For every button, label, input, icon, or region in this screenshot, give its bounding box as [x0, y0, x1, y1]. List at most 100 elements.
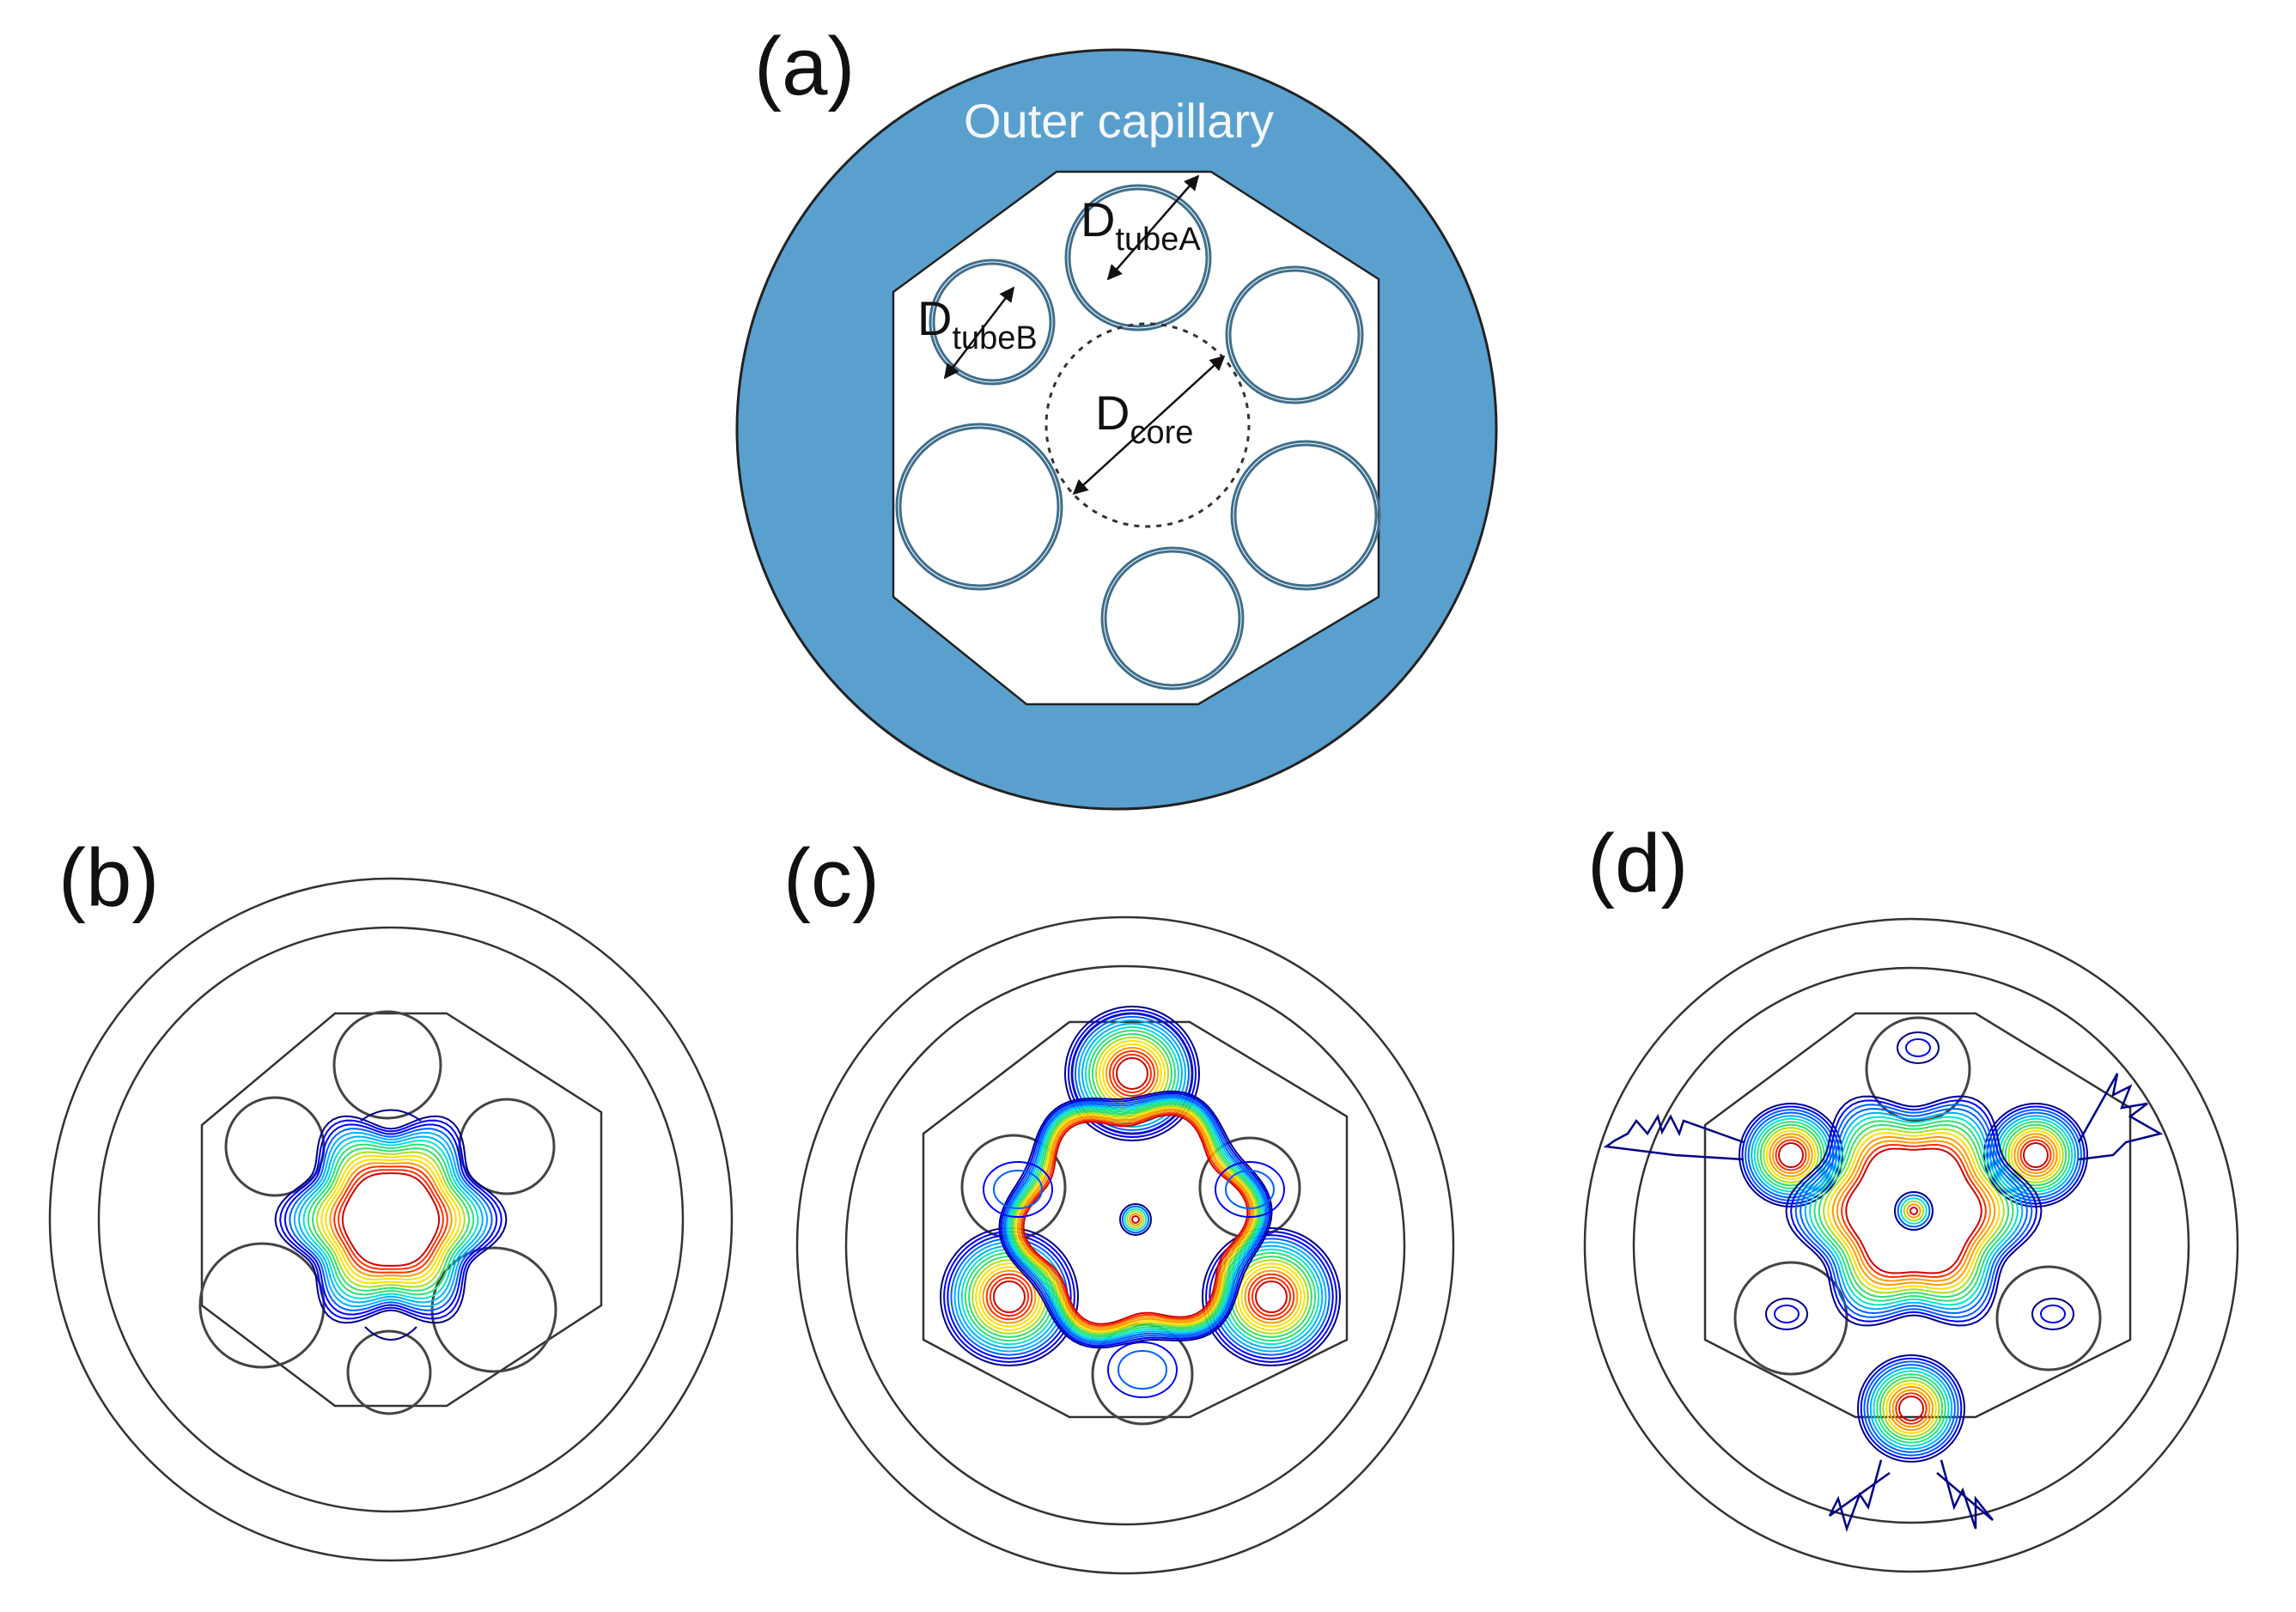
tubes-d: [1733, 1016, 2102, 1376]
mode-lobe-contour: [1064, 1006, 1200, 1141]
tube-outer-wall: [1230, 440, 1381, 591]
mode-lobe-contour: [1255, 1280, 1288, 1313]
mode-contour: [274, 1115, 508, 1324]
mode-center-contour: [1903, 1200, 1925, 1222]
tube-inner-wall: [1104, 550, 1241, 687]
mode-contour: [329, 1162, 453, 1277]
outer-capillary-label: Outer capillary: [964, 94, 1274, 148]
mode-lobe-contour: [1882, 1379, 1940, 1438]
d-tubeA-label: DtubeA: [1081, 192, 1201, 258]
mode-core-contour: [1841, 1143, 1987, 1279]
mode-lobe-contour: [1891, 1389, 1931, 1428]
mode-lobe-contour: [1068, 1009, 1197, 1138]
mode-lobe-contour: [985, 1273, 1033, 1321]
tube-outer-wall: [1100, 546, 1245, 690]
mode-core-contour: [1785, 1095, 2043, 1327]
mode-side-contour: [993, 1170, 1043, 1209]
mode-core-contour: [1011, 1103, 1260, 1336]
panel-d: (d): [1583, 818, 2239, 1573]
mode-lobe-contour: [1759, 1123, 1823, 1187]
mode-lobe-contour: [1205, 1231, 1337, 1363]
mode-core-contour: [1013, 1104, 1258, 1335]
mode-core-contour: [1002, 1093, 1270, 1346]
leakage-spike: [2077, 1073, 2164, 1161]
mode-lobe-contour: [1775, 1139, 1807, 1171]
tube-outline: [1995, 1265, 2102, 1372]
mode-lobe-contour: [1202, 1227, 1341, 1366]
mode-lobe-contour: [1095, 1037, 1169, 1110]
tube-outline: [346, 1329, 432, 1415]
mode-lobe-contour: [1778, 1142, 1804, 1168]
tube-outer-wall: [895, 423, 1063, 591]
mode-lobe-contour: [1075, 1016, 1190, 1131]
mode-core-contour: [1790, 1099, 2037, 1323]
mode-lobe-contour: [2007, 1127, 2064, 1183]
mode-side-contour: [983, 1161, 1053, 1218]
mode-side-contour: [1215, 1161, 1285, 1218]
outer-ring: [48, 877, 734, 1562]
mode-contour: [283, 1123, 498, 1316]
mode-core-contour: [1836, 1140, 1992, 1282]
mode-contour: [307, 1143, 475, 1296]
mode-lobe-contour: [2010, 1129, 2062, 1181]
mode-contour-top: [360, 1109, 422, 1122]
mode-side-contour: [1118, 1350, 1167, 1390]
mode-lobe-contour: [2023, 1142, 2049, 1168]
leakage-spike: [1828, 1459, 1891, 1532]
mode-contours-c: [940, 1006, 1341, 1398]
tube-inner-wall: [1233, 443, 1378, 587]
mode-contour: [341, 1172, 441, 1267]
mode-lobe-contour: [1879, 1376, 1944, 1441]
mode-lobe-contour: [1753, 1117, 1829, 1193]
mode-core-contour: [1808, 1116, 2019, 1306]
tube-outer-wall: [929, 259, 1056, 386]
mode-lobe-contour: [1078, 1019, 1186, 1128]
mode-contour: [311, 1147, 471, 1292]
mode-contour: [325, 1159, 457, 1280]
mode-center-contour: [1894, 1191, 1934, 1231]
tube-outline: [458, 1098, 556, 1195]
mode-lobe-contour: [1763, 1127, 1819, 1183]
mode-center-contour: [1126, 1210, 1145, 1229]
mode-center-contour: [1909, 1207, 1918, 1215]
mode-lobe-contour: [2004, 1123, 2068, 1187]
mode-core-contour: [1800, 1107, 2028, 1315]
mode-core-contour: [1020, 1112, 1251, 1327]
mode-side-contour: [1774, 1305, 1800, 1323]
mode-contour: [279, 1119, 502, 1320]
mode-lobe-contour: [2016, 1135, 2055, 1175]
mode-contour: [293, 1131, 489, 1308]
panel-c-label: (c): [783, 832, 880, 924]
mode-contour: [302, 1140, 479, 1299]
mode-core-contour: [1022, 1114, 1249, 1325]
mode-core-contour: [1014, 1106, 1257, 1333]
mode-lobe-contour: [1867, 1364, 1956, 1453]
jacket-boundary: [922, 1020, 1349, 1419]
mode-core-contour: [1009, 1101, 1262, 1338]
mode-lobe-contour: [982, 1269, 1037, 1324]
mode-lobe-contour: [1745, 1109, 1837, 1201]
mode-contours-d: [1603, 1031, 2164, 1532]
core-double-arrow-icon: [1072, 355, 1226, 496]
mode-lobe-contour: [1992, 1111, 2080, 1199]
mode-center-contour: [1129, 1213, 1142, 1226]
mode-lobe-contour: [1116, 1057, 1148, 1090]
mode-lobe-contour: [989, 1276, 1030, 1317]
panel-a: (a) Outer capillary DtubeA DtubeB Dcore: [735, 21, 1498, 811]
tube-outline: [1733, 1261, 1848, 1376]
mode-side-contour: [2040, 1305, 2066, 1323]
mode-contours-b: [274, 1109, 508, 1341]
mode-lobe-contour: [1765, 1129, 1817, 1181]
mode-lobe-contour: [1873, 1370, 1950, 1447]
mode-side-contour: [1225, 1170, 1275, 1209]
mode-contour: [298, 1135, 484, 1304]
mode-core-contour: [1016, 1108, 1255, 1331]
mode-lobe-contour: [975, 1262, 1044, 1331]
mode-lobe-contour: [978, 1266, 1040, 1328]
mode-contour: [320, 1154, 461, 1285]
mode-center-contour: [1119, 1203, 1152, 1236]
mode-core-contour: [1003, 1096, 1268, 1343]
mode-lobe-contour: [1898, 1396, 1924, 1421]
tube-outline: [1865, 1016, 1971, 1122]
